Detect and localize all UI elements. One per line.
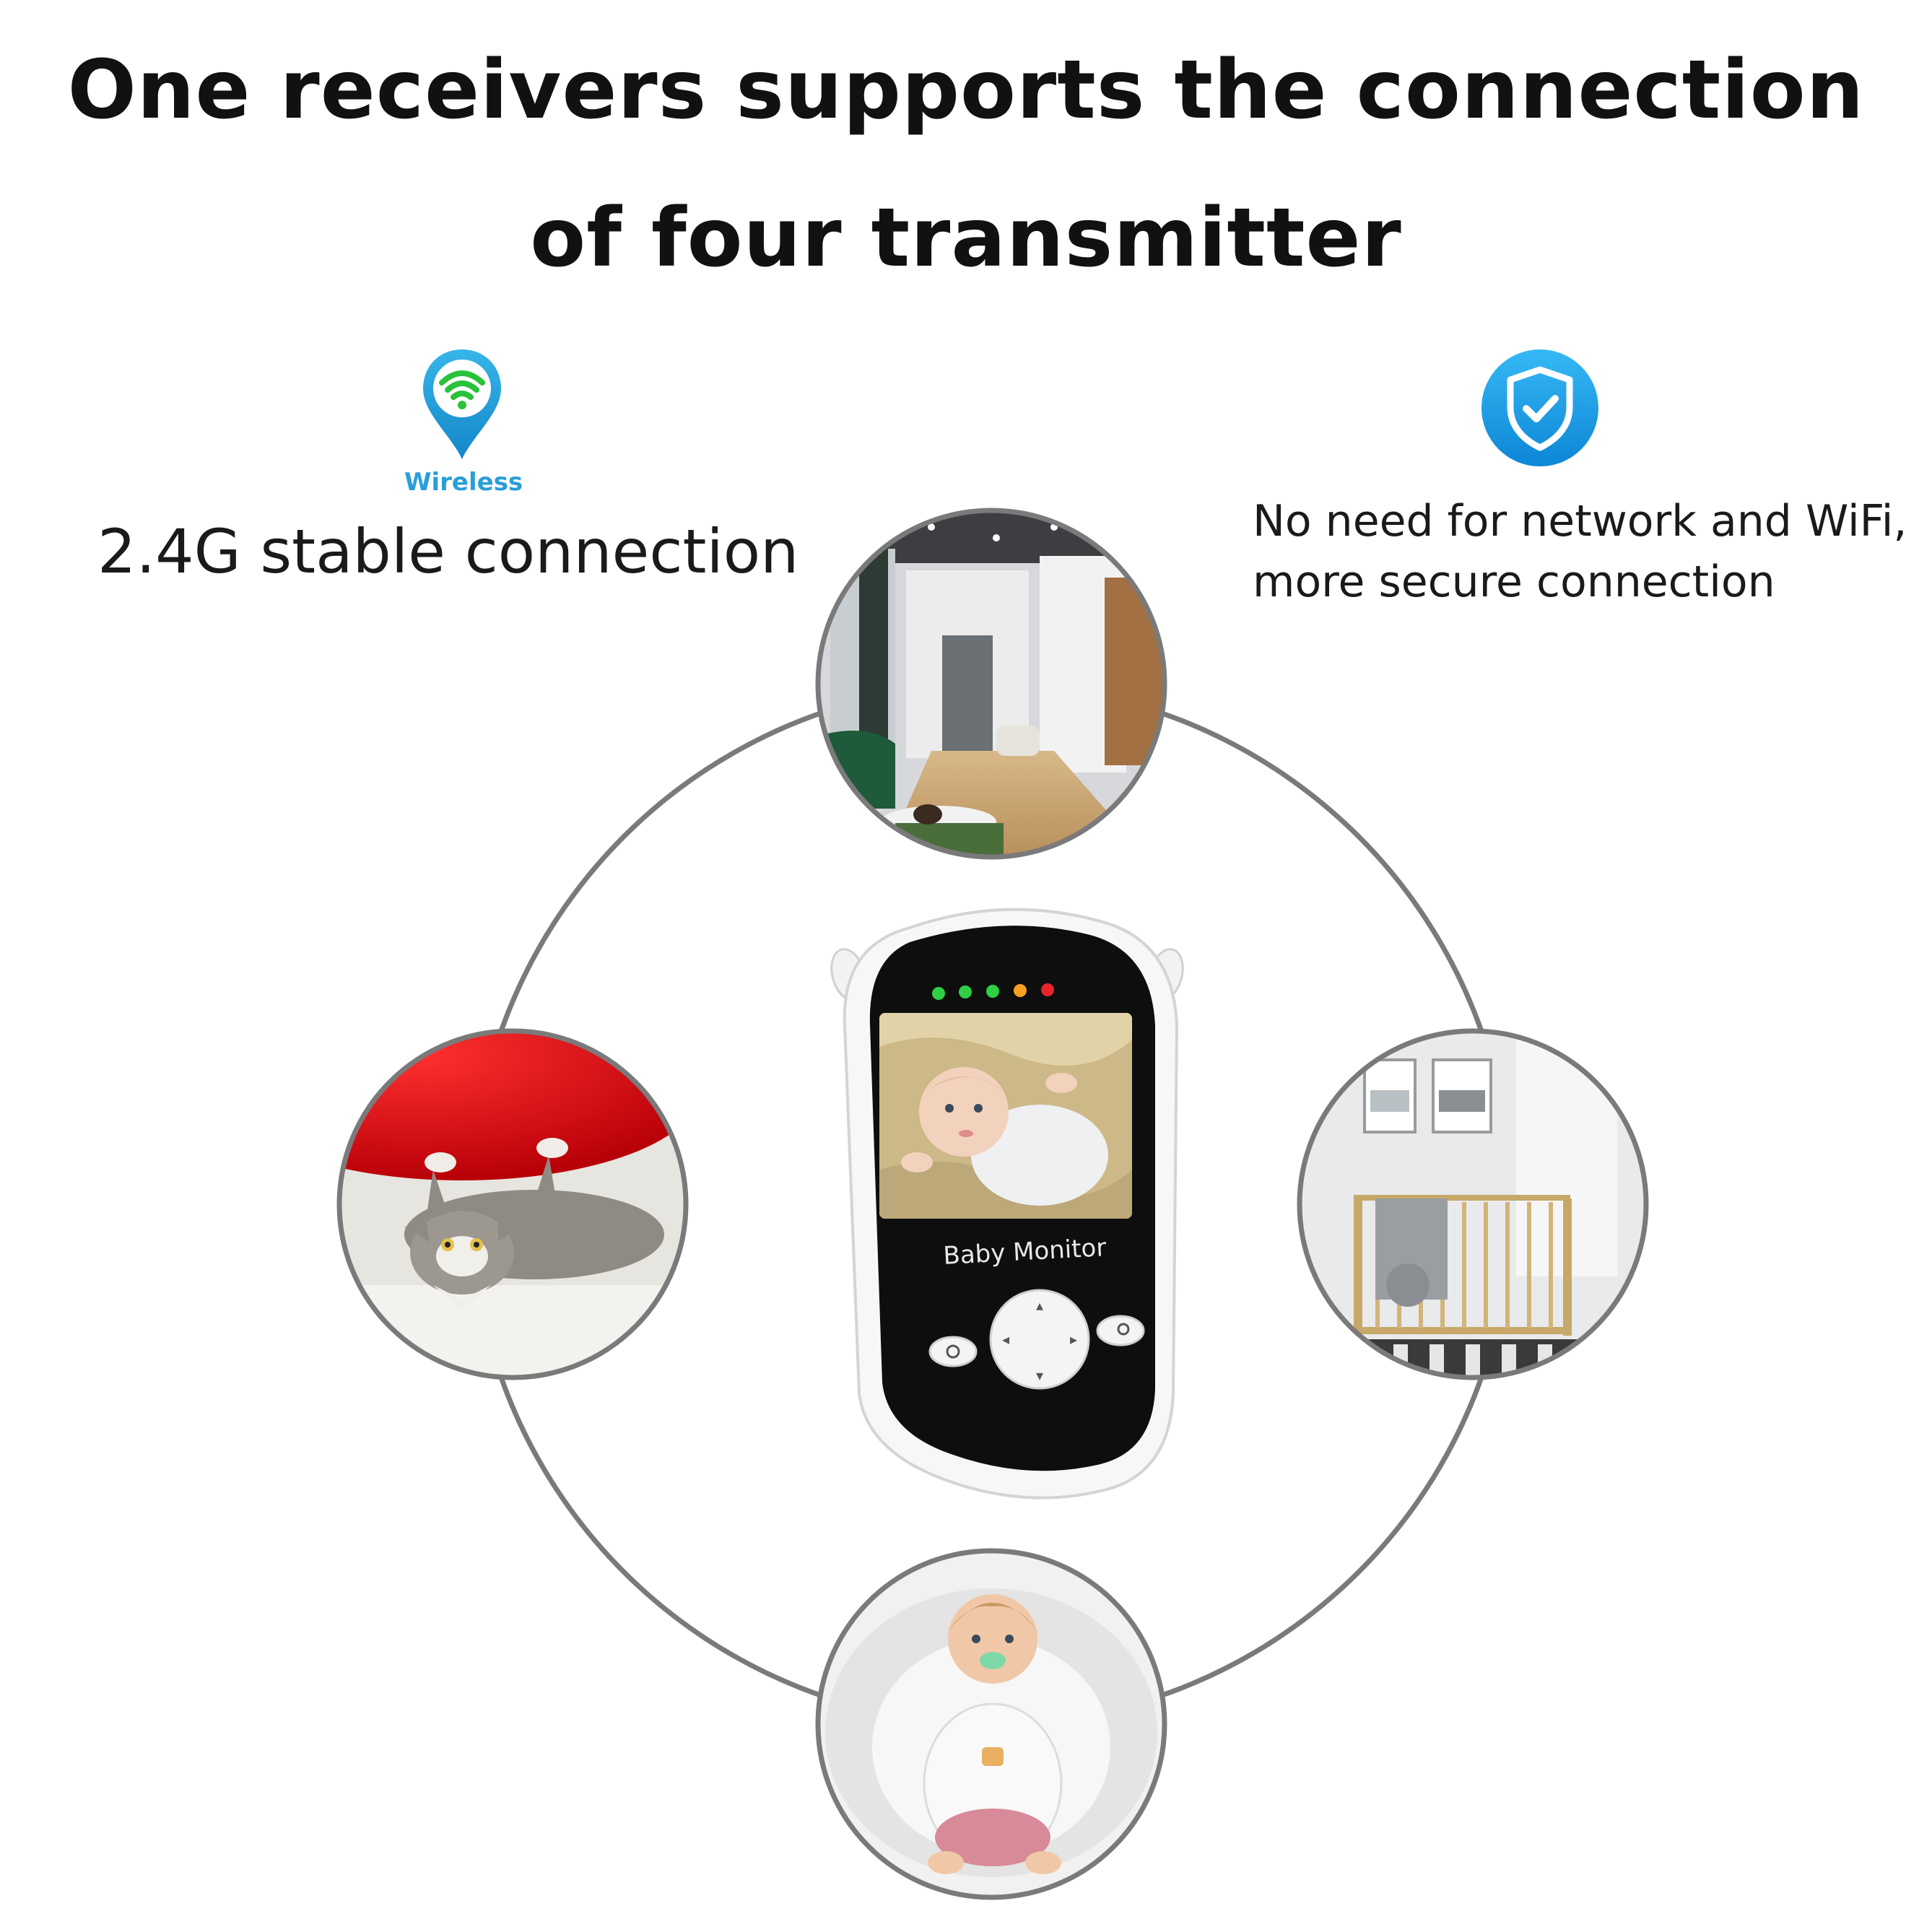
power-button — [928, 1336, 978, 1367]
dpad-left-icon: ◂ — [1002, 1331, 1009, 1348]
status-led-2 — [959, 985, 972, 998]
secure-feature-line-1: No need for network and WiFi, — [1253, 496, 1907, 547]
dpad-up-icon: ▴ — [1036, 1297, 1043, 1314]
status-led-3 — [986, 985, 999, 998]
status-led-5 — [1041, 983, 1054, 996]
baby-monitor-receiver: Baby Monitor ▴ ◂ ▸ ▾ — [830, 908, 1184, 1500]
secure-feature-text: No need for network and WiFi, more secur… — [1253, 491, 1907, 612]
transmitter-view-baby — [815, 1548, 1167, 1900]
transmitter-view-cat — [336, 1028, 689, 1380]
wireless-feature-title: 2.4G stable connection — [97, 516, 799, 587]
headline-line-2: of four transmitter — [530, 191, 1402, 285]
zoom-icon — [1117, 1323, 1130, 1336]
power-icon — [946, 1344, 960, 1359]
headline-line-1: One receivers supports the connection — [67, 43, 1865, 137]
status-leds — [932, 983, 1054, 1000]
dpad-button — [989, 1289, 1090, 1390]
transmitter-view-nursery — [1297, 1028, 1649, 1380]
secure-feature-line-2: more secure connection — [1253, 557, 1775, 607]
status-led-1 — [932, 987, 945, 1000]
shield-check-icon — [1481, 349, 1598, 466]
dpad-down-icon: ▾ — [1036, 1367, 1043, 1384]
wireless-icon-label: Wireless — [404, 468, 523, 497]
status-led-4 — [1014, 984, 1027, 997]
zoom-button — [1096, 1315, 1145, 1346]
transmitter-view-living-room — [815, 508, 1167, 860]
wifi-location-pin-icon — [423, 349, 501, 459]
device-screen-baby-image — [879, 1013, 1132, 1219]
dpad-right-icon: ▸ — [1070, 1331, 1077, 1348]
